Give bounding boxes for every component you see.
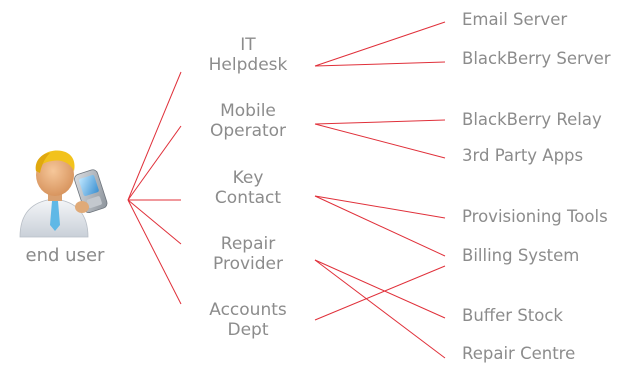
- contact-accounts-dept: Accounts Dept: [183, 300, 313, 340]
- link-accounts-billing: [314, 265, 446, 321]
- link-key-prov: [314, 195, 446, 219]
- contact-key-contact: Key Contact: [183, 168, 313, 208]
- end-user-label: end user: [25, 245, 105, 266]
- link-user-it: [127, 71, 182, 201]
- contact-it-helpdesk: IT Helpdesk: [183, 35, 313, 75]
- contact-line2: Dept: [227, 320, 269, 340]
- end-user-avatar-icon: [19, 150, 108, 238]
- contact-repair-provider: Repair Provider: [183, 234, 313, 274]
- contact-line1: IT: [240, 35, 256, 55]
- contact-line2: Helpdesk: [208, 55, 288, 75]
- system-blackberry-relay: BlackBerry Relay: [462, 110, 602, 129]
- contact-line1: Repair: [220, 234, 276, 254]
- system-provisioning-tools: Provisioning Tools: [462, 207, 608, 226]
- system-billing-system: Billing System: [462, 246, 580, 265]
- contact-line1: Mobile: [220, 101, 276, 121]
- contact-line2: Provider: [213, 254, 283, 274]
- contact-line2: Operator: [209, 121, 287, 141]
- link-it-email: [314, 21, 446, 67]
- link-it-bbserver: [314, 61, 446, 67]
- link-user-mobile: [127, 125, 182, 201]
- link-repair-centre: [314, 259, 446, 359]
- link-key-billing: [314, 195, 446, 257]
- contact-mobile-operator: Mobile Operator: [183, 101, 313, 141]
- contact-line1: Accounts: [209, 300, 287, 320]
- link-repair-buffer: [314, 259, 446, 319]
- system-email-server: Email Server: [462, 10, 568, 29]
- system-blackberry-server: BlackBerry Server: [462, 49, 611, 68]
- contact-line2: Contact: [214, 188, 282, 208]
- link-user-accounts: [127, 199, 182, 305]
- system-3rd-party-apps: 3rd Party Apps: [462, 146, 584, 165]
- link-mobile-apps: [314, 123, 446, 159]
- link-user-repair: [127, 199, 182, 245]
- system-buffer-stock: Buffer Stock: [462, 306, 563, 325]
- system-repair-centre: Repair Centre: [462, 344, 576, 363]
- user-links: [127, 71, 182, 305]
- link-mobile-bbrelay: [314, 119, 446, 125]
- contact-line1: Key: [232, 168, 264, 188]
- system-links: [314, 21, 446, 359]
